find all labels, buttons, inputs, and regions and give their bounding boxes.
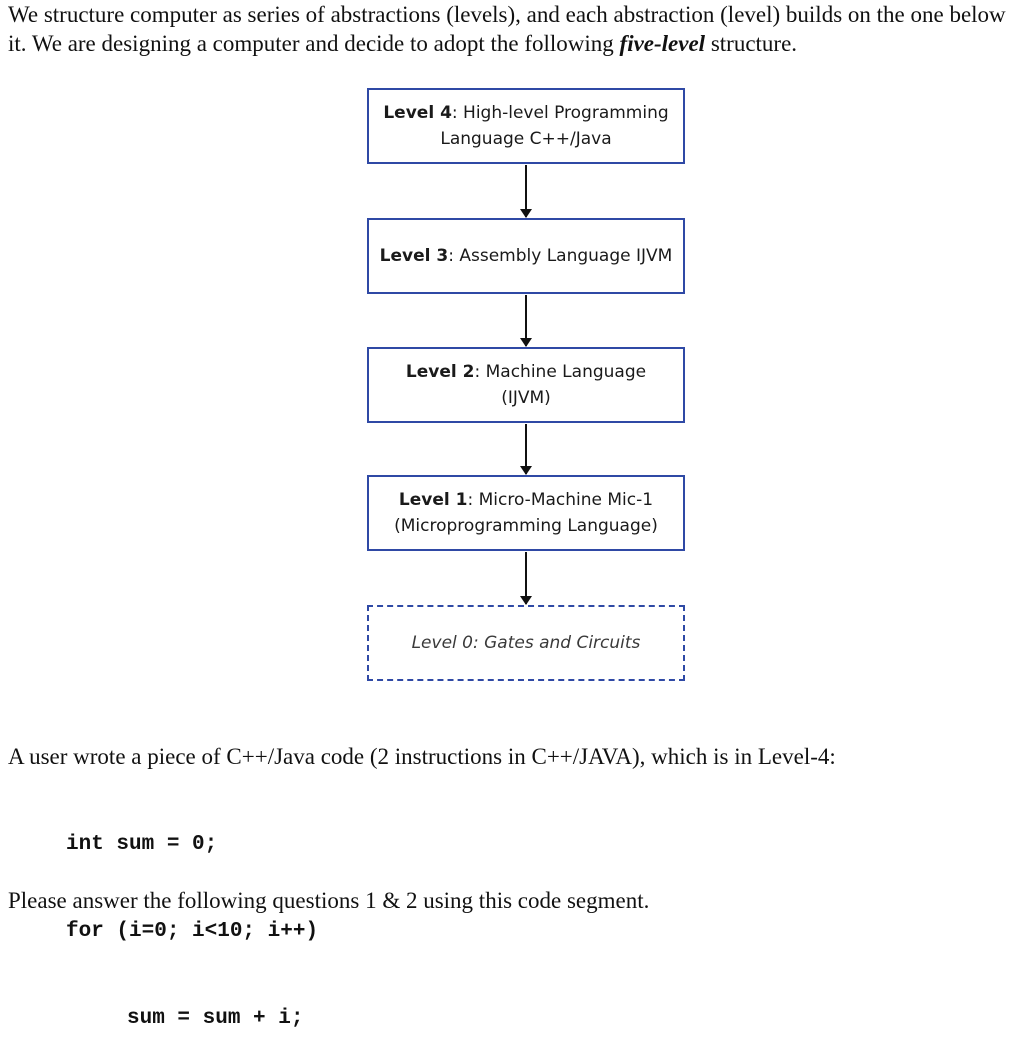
- code-line-2: for (i=0; i<10; i++): [66, 920, 319, 943]
- level-1-desc: : Micro-Machine Mic-1 (Microprogramming …: [394, 490, 658, 536]
- level-3-name: Level 3: [379, 246, 449, 266]
- arrow-2-to-1: [520, 424, 532, 475]
- intro-paragraph: We structure computer as series of abstr…: [8, 0, 1018, 58]
- level-3-desc: : Assembly Language IJVM: [448, 246, 673, 266]
- level-0-label: Level 0: Gates and Circuits: [411, 633, 641, 653]
- arrow-4-to-3: [520, 165, 532, 218]
- arrow-1-to-0: [520, 552, 532, 605]
- code-line-1: int sum = 0;: [66, 833, 218, 856]
- intro-text-end: structure.: [705, 31, 798, 56]
- level-4-desc: : High-level Programming Language C++/Ja…: [440, 103, 669, 149]
- code-block: int sum = 0; for (i=0; i<10; i++) sum = …: [66, 772, 318, 1062]
- level-2-label: Level 2: Machine Language (IJVM): [379, 359, 673, 411]
- level-2-name: Level 2: [405, 362, 475, 382]
- intro-text-start: We structure computer as series of abstr…: [8, 2, 1006, 56]
- level-3-box: Level 3: Assembly Language IJVM: [367, 218, 685, 294]
- level-4-label: Level 4: High-level Programming Language…: [379, 100, 673, 152]
- intro-emphasis: five-level: [619, 31, 706, 56]
- level-2-box: Level 2: Machine Language (IJVM): [367, 347, 685, 423]
- level-1-box: Level 1: Micro-Machine Mic-1 (Microprogr…: [367, 475, 685, 551]
- level-3-label: Level 3: Assembly Language IJVM: [380, 243, 673, 269]
- level-4-box: Level 4: High-level Programming Language…: [367, 88, 685, 164]
- level-1-label: Level 1: Micro-Machine Mic-1 (Microprogr…: [379, 487, 673, 539]
- code-line-3: sum = sum + i;: [127, 1007, 304, 1030]
- level-1-name: Level 1: [398, 490, 468, 510]
- level-diagram: Level 4: High-level Programming Language…: [367, 88, 685, 681]
- level-2-desc: : Machine Language (IJVM): [474, 362, 647, 408]
- level-0-box: Level 0: Gates and Circuits: [367, 605, 685, 681]
- arrow-3-to-2: [520, 295, 532, 347]
- level-4-name: Level 4: [383, 103, 452, 123]
- question-text: A user wrote a piece of C++/Java code (2…: [8, 744, 836, 769]
- instructions-text: Please answer the following questions 1 …: [8, 888, 650, 913]
